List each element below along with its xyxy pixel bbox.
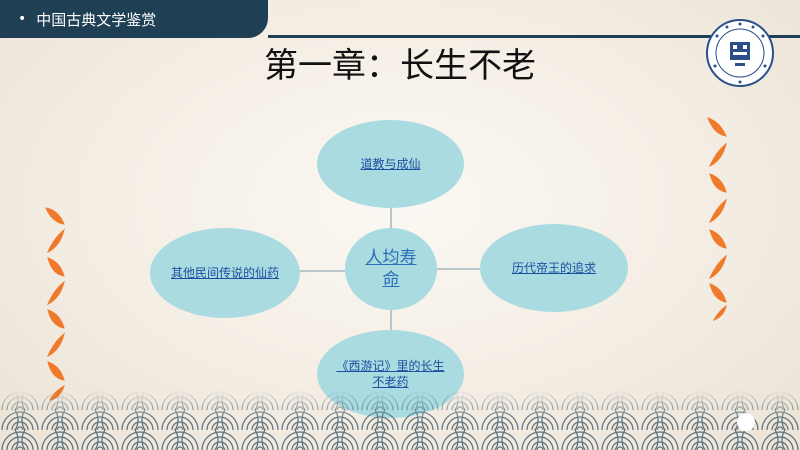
node-bottom-label[interactable]: 《西游记》里的长生不老药 xyxy=(336,359,445,389)
node-center[interactable]: 人均寿命 xyxy=(345,228,437,310)
university-seal-logo xyxy=(706,19,774,87)
header-rule xyxy=(268,35,800,38)
node-top[interactable]: 道教与成仙 xyxy=(317,120,464,208)
node-left-label[interactable]: 其他民间传说的仙药 xyxy=(170,266,279,280)
course-title: 中国古典文学鉴赏 xyxy=(36,10,157,29)
node-right-label[interactable]: 历代帝王的追求 xyxy=(511,261,596,275)
node-center-label[interactable]: 人均寿命 xyxy=(365,248,417,290)
slide-title: 第一章：长生不老 xyxy=(264,46,536,86)
connector-right xyxy=(437,268,482,270)
node-left[interactable]: 其他民间传说的仙药 xyxy=(150,228,300,318)
connector-bottom xyxy=(390,310,392,332)
wave-pattern-decoration xyxy=(0,390,800,450)
header-tab: • 中国古典文学鉴赏 xyxy=(0,0,268,38)
node-top-label[interactable]: 道教与成仙 xyxy=(360,157,421,171)
fish-chain-right-decoration xyxy=(707,117,727,321)
node-right[interactable]: 历代帝王的追求 xyxy=(480,224,628,312)
corner-dot xyxy=(737,413,755,431)
connector-left xyxy=(300,270,345,272)
connector-top xyxy=(390,208,392,230)
fish-chain-left-decoration xyxy=(45,207,65,401)
header-bullet: • xyxy=(18,11,27,27)
